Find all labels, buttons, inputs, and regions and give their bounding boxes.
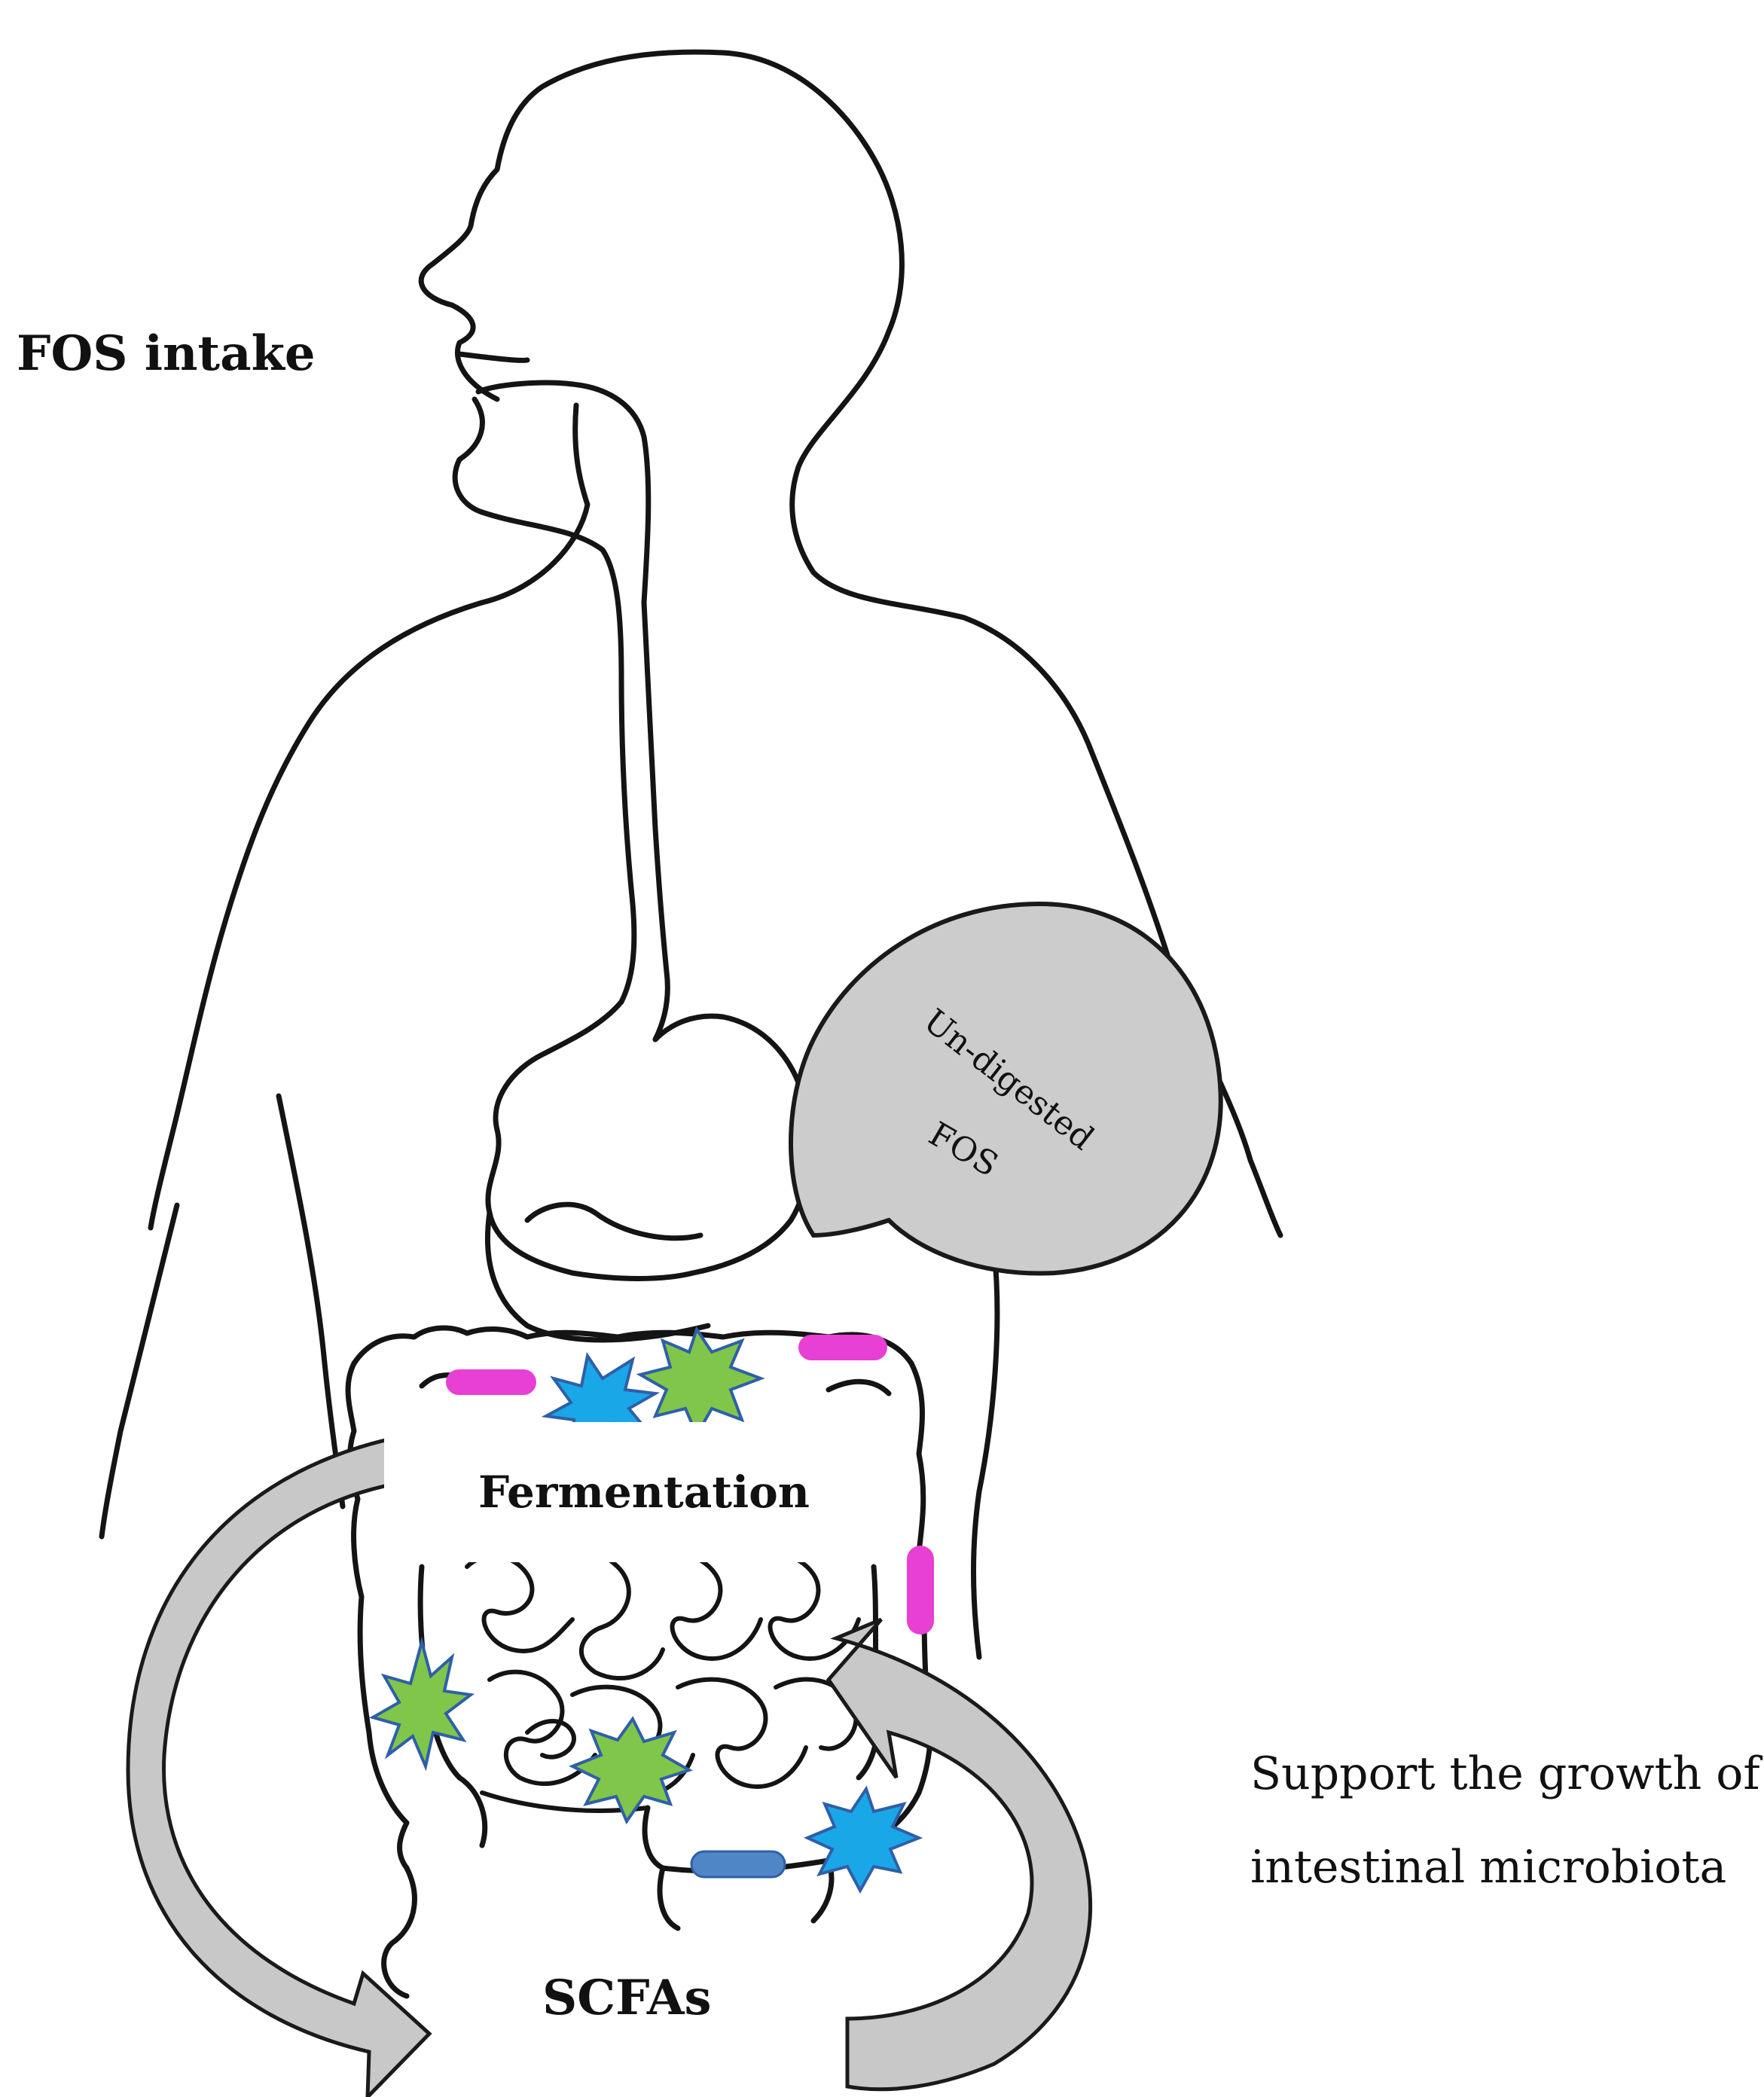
esophagus-right <box>641 600 670 1042</box>
left-waist-outline <box>276 1093 346 1509</box>
support-growth-label-line1: Support the growth of <box>1250 1748 1760 1800</box>
duodenum <box>485 1210 711 1343</box>
head-outline <box>418 49 1283 1238</box>
esophagus-stomach <box>452 351 813 1343</box>
fermentation-label: Fermentation <box>478 1467 810 1518</box>
rectum-appendix <box>381 1775 488 1999</box>
pink-rod-bacterium-icon <box>446 1369 536 1395</box>
fermentation-box: Fermentation <box>384 1422 904 1562</box>
green-starburst-icon <box>368 1636 475 1772</box>
undigested-fos-bubble <box>789 901 1223 1276</box>
ascending-colon-left <box>345 1360 410 1871</box>
pink-rod-bacterium-icon <box>907 1546 934 1635</box>
starbursts <box>368 1326 923 1894</box>
blue-starburst-icon <box>803 1785 923 1894</box>
mouth-tongue <box>456 351 652 606</box>
left-torso-outline <box>99 1202 180 1540</box>
pink-bacteria <box>446 1335 934 1635</box>
body-outline <box>99 49 1283 1660</box>
pink-rod-bacterium-icon <box>798 1335 887 1360</box>
left-curved-arrow <box>126 1436 432 2097</box>
scfas-label: SCFAs <box>542 1970 712 2026</box>
green-starburst-icon <box>636 1326 765 1439</box>
blue-rod-bacterium-icon <box>690 1850 786 1879</box>
support-growth-label-line2: intestinal microbiota <box>1250 1841 1727 1894</box>
stomach-outline <box>485 999 813 1281</box>
green-starburst-icon <box>569 1716 693 1825</box>
fos-intake-label: FOS intake <box>17 325 316 382</box>
left-shoulder-outline <box>148 402 591 1231</box>
esophagus-left <box>452 396 637 1005</box>
stomach-inner <box>524 1201 703 1241</box>
right-torso-outline <box>971 1247 1000 1660</box>
right-curved-arrow <box>826 1617 1093 2092</box>
